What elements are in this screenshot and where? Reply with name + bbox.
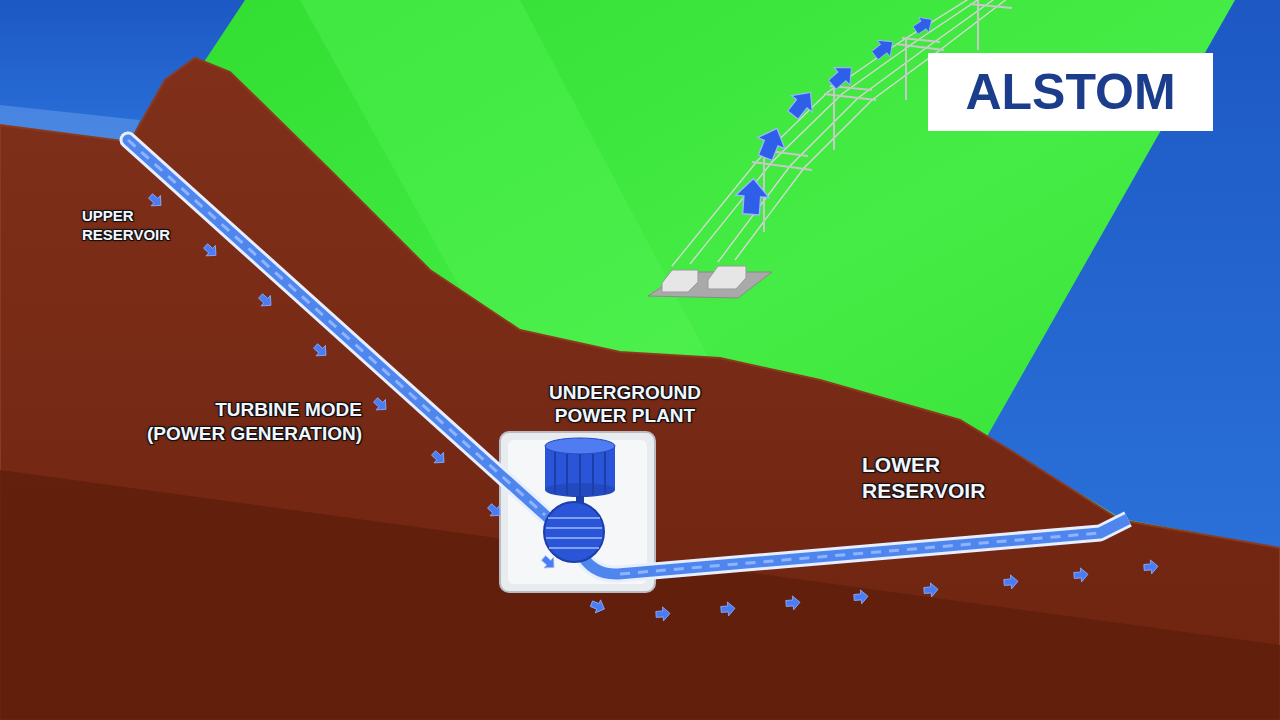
- power-plant-box: UNDERGROUND POWER PLANT: [500, 381, 718, 593]
- mode-label: TURBINE MODE (POWER GENERATION): [138, 398, 362, 446]
- penstock-wall: [128, 140, 568, 536]
- flow-arrow: [720, 601, 735, 616]
- generator-turbine: [544, 438, 615, 562]
- flow-arrow: [785, 595, 800, 610]
- generator-top: [545, 438, 615, 454]
- power-wire: [690, 0, 985, 264]
- penstock-shine: [128, 140, 545, 515]
- tailrace-shine: [620, 533, 1100, 574]
- flow-arrow: [1143, 559, 1158, 574]
- power-arrow: [783, 84, 822, 123]
- pylon: [970, 0, 1012, 50]
- flow-arrow: [539, 553, 559, 573]
- runner-blades: [546, 518, 602, 548]
- flow-arrow: [146, 191, 166, 211]
- power-wire: [718, 0, 1000, 262]
- power-flow-arrows: [734, 12, 937, 216]
- generator-ribs: [555, 452, 605, 497]
- flow-arrow: [485, 501, 505, 521]
- pylon: [824, 86, 876, 150]
- tailrace-wall: [580, 519, 1128, 574]
- power-arrow: [734, 177, 770, 215]
- tailrace-water: [580, 519, 1128, 574]
- flow-arrow: [656, 606, 671, 621]
- flow-arrow: [311, 341, 331, 361]
- ground-cross-section: [0, 58, 1280, 720]
- power-arrow: [868, 33, 899, 63]
- flow-arrow: [429, 448, 449, 468]
- node-heading: ALSTOM: [965, 67, 1175, 117]
- flow-arrow: [853, 589, 868, 604]
- flow-arrow: [201, 241, 221, 261]
- substation: [648, 266, 772, 298]
- cavern-inner: [508, 440, 647, 584]
- label-anchor: LOWER RESERVOIR: [862, 452, 1029, 505]
- flow-arrow: [1003, 574, 1018, 589]
- spiral-casing: [544, 502, 604, 562]
- flow-arrow: [371, 395, 391, 415]
- transformer: [708, 266, 746, 289]
- tailrace: [580, 519, 1128, 574]
- label-anchor: UPPER RESERVOIR: [82, 207, 199, 245]
- label-anchor: TURBINE MODE (POWER GENERATION): [138, 398, 362, 446]
- penstock-water: [128, 140, 568, 536]
- power-wires: [672, 0, 1012, 266]
- penstock: [128, 140, 568, 536]
- flow-arrow: [256, 291, 276, 311]
- transmission-lines: [672, 0, 1012, 266]
- flow-arrow: [923, 582, 938, 597]
- power-arrow: [824, 59, 859, 94]
- logo-box: ALSTOM: [928, 53, 1213, 131]
- flow-arrow: [589, 597, 607, 615]
- reservoir-label: UPPER RESERVOIR: [82, 207, 199, 245]
- node-heading: UNDERGROUND POWER PLANT: [532, 381, 718, 429]
- flow-arrow: [1073, 567, 1088, 582]
- transformer: [662, 270, 698, 292]
- reservoir-label: LOWER RESERVOIR: [862, 452, 1029, 505]
- power-arrow: [752, 123, 791, 163]
- power-arrow: [910, 12, 936, 38]
